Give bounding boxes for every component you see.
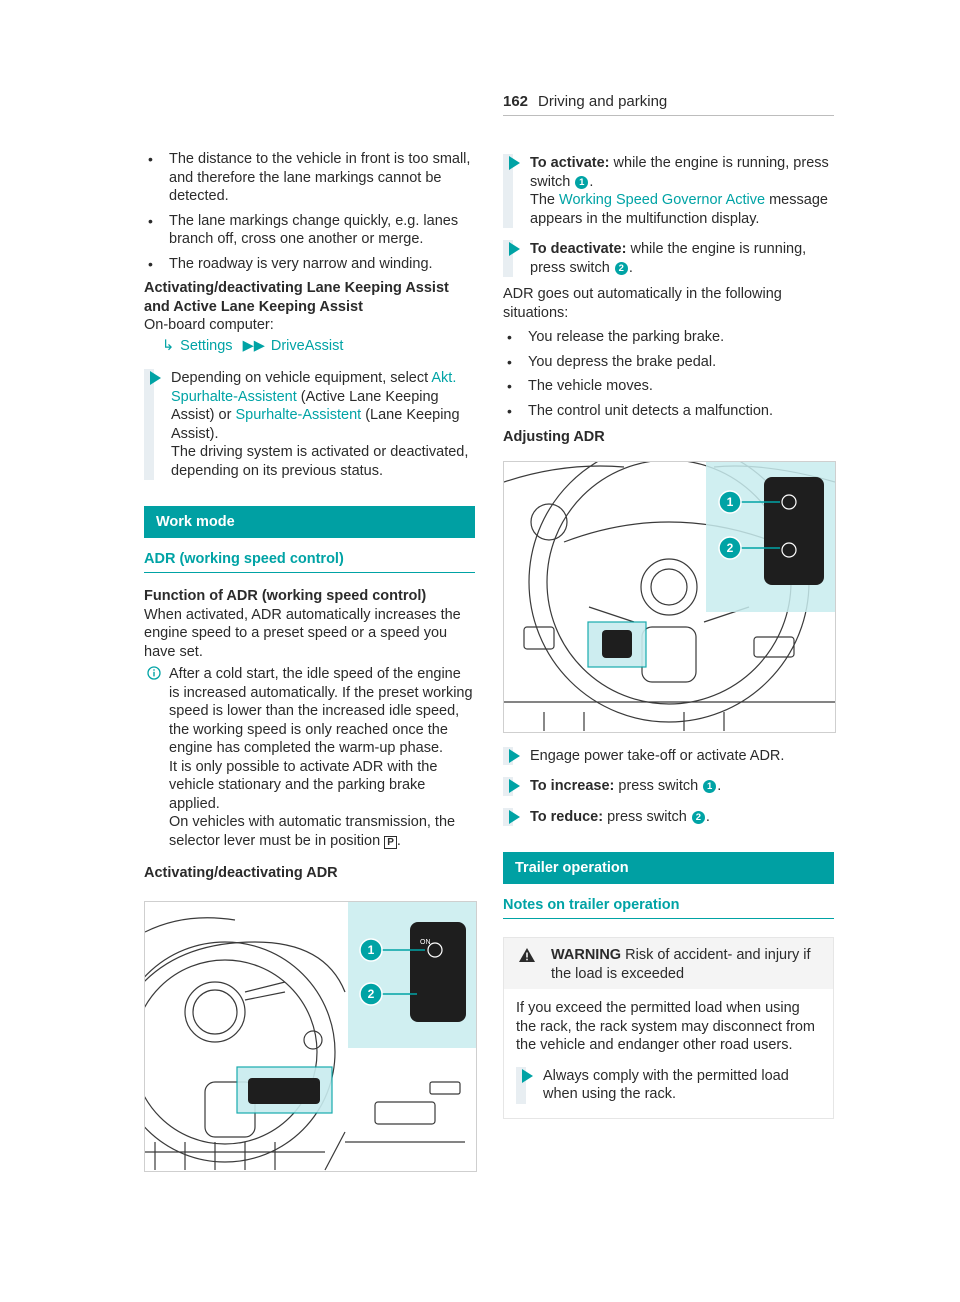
instruction-step: Depending on vehicle equipment, select A… <box>144 369 475 480</box>
right-column: To activate: while the engine is running… <box>503 150 836 1119</box>
onboard-computer-label: On-board computer: <box>144 317 274 333</box>
display-message: Working Speed Governor Active <box>559 192 766 208</box>
warning-header: WARNING Risk of accident- and injury if … <box>504 938 833 989</box>
warning-box: WARNING Risk of accident- and injury if … <box>503 937 834 1119</box>
step-arrow-icon <box>509 242 520 256</box>
adr-subheading: ADR (working speed control) <box>144 538 475 573</box>
warning-title: Risk of accident- and injury if the load… <box>551 947 811 982</box>
adjust-adr-figure: 1 2 <box>503 440 836 733</box>
warning-triangle-icon <box>519 948 535 962</box>
warning-text: If you exceed the permitted load when us… <box>516 1000 815 1053</box>
page-number: 162 <box>503 93 529 110</box>
step-result: The driving system is activated or deact… <box>171 444 469 479</box>
step-label: To activate: <box>530 155 610 171</box>
left-column: The distance to the vehicle in front is … <box>114 150 477 1172</box>
menu-arrow-icon: ↳ <box>162 337 175 354</box>
adjusting-adr-heading: Adjusting ADR <box>503 429 605 445</box>
list-item: The lane markings change quickly, e.g. l… <box>144 212 475 249</box>
menu-path: ↳ Settings ▶▶ DriveAssist <box>144 337 475 356</box>
trailer-operation-bar: Trailer operation <box>503 852 834 884</box>
step-arrow-icon <box>509 779 520 793</box>
list-item: You depress the brake pedal. <box>503 353 834 372</box>
step-label: To increase: <box>530 778 615 794</box>
option-spurhalte: Spurhalte-Assistent <box>235 407 362 423</box>
switch-1-badge: 1 <box>703 780 717 793</box>
double-chevron-icon: ▶▶ <box>242 337 265 354</box>
step-arrow-icon <box>522 1068 533 1083</box>
step-arrow-icon <box>509 748 520 763</box>
switch-1-badge: 1 <box>575 175 589 189</box>
callout-1: 1 <box>368 943 375 957</box>
note-text: After a cold start, the idle speed of th… <box>169 666 473 756</box>
instruction-step: To reduce: press switch 2. <box>503 807 834 826</box>
activating-lane-keeping-heading: Activating/deactivating Lane Keeping Ass… <box>144 280 449 315</box>
step-label: To reduce: <box>530 808 604 825</box>
step-text: while the engine is running, press switc… <box>530 155 829 190</box>
warning-label: WARNING <box>551 947 622 963</box>
list-item: The control unit detects a malfunction. <box>503 402 834 421</box>
step-text: while the engine is running, press switc… <box>530 241 807 276</box>
callout-2: 2 <box>368 987 375 1001</box>
list-item: You release the parking brake. <box>503 328 834 347</box>
info-icon <box>147 666 161 680</box>
instruction-step: To activate: while the engine is running… <box>503 154 834 228</box>
dashboard-illustration: ON 1 2 <box>114 901 476 1170</box>
note-text: On vehicles with automatic transmission,… <box>169 814 456 849</box>
instruction-step: To deactivate: while the engine is runni… <box>503 240 834 277</box>
note: After a cold start, the idle speed of th… <box>144 665 475 850</box>
function-heading: Function of ADR (working speed control) <box>144 588 427 604</box>
auto-off-text: ADR goes out automatically in the follow… <box>503 286 782 321</box>
instruction-step: To increase: press switch 1. <box>503 777 834 796</box>
step-text: Depending on vehicle equipment, select <box>171 370 432 386</box>
gear-p-icon: P <box>384 835 397 849</box>
function-text: When activated, ADR automatically increa… <box>144 606 461 660</box>
list-item: The vehicle moves. <box>503 377 834 396</box>
work-mode-bar: Work mode <box>144 506 475 538</box>
step-text: (Active Lane Keeping Assist) or <box>171 388 439 424</box>
switch-2-badge: 2 <box>691 810 705 824</box>
step-text: Always comply with the permitted load wh… <box>543 1067 789 1103</box>
note-text: It is only possible to activate ADR with… <box>169 758 438 812</box>
warning-body: If you exceed the permitted load when us… <box>504 989 833 1118</box>
instruction-step: Engage power take-off or activate ADR. <box>503 746 834 765</box>
adr-dashboard-figure: ON 1 2 <box>114 900 477 1172</box>
step-arrow-icon <box>509 809 520 824</box>
step-text: (Lane Keeping Assist). <box>171 407 460 442</box>
switch-2-badge: 2 <box>614 261 628 275</box>
steering-wheel-illustration: 1 2 <box>503 440 836 731</box>
callout-2: 2 <box>727 541 734 555</box>
section-title: Driving and parking <box>538 93 668 110</box>
instruction-step: Always comply with the permitted load wh… <box>516 1066 821 1104</box>
trailer-subheading: Notes on trailer operation <box>503 884 834 919</box>
on-label: ON <box>420 939 431 946</box>
callout-1: 1 <box>727 495 734 509</box>
step-label: To deactivate: <box>530 241 627 257</box>
step-arrow-icon <box>509 156 520 170</box>
option-akt-spurhalte: Akt. Spurhalte-Assistent <box>171 370 457 405</box>
list-item: The roadway is very narrow and winding. <box>144 255 475 274</box>
step-arrow-icon <box>150 371 161 385</box>
page-header: 162 Driving and parking <box>503 93 834 116</box>
activating-adr-heading: Activating/deactivating ADR <box>144 865 338 881</box>
menu-driveassist: DriveAssist <box>270 337 344 354</box>
list-item: The distance to the vehicle in front is … <box>144 150 475 206</box>
step-text: Engage power take-off or activate ADR. <box>530 747 785 764</box>
menu-settings: Settings <box>180 337 233 354</box>
